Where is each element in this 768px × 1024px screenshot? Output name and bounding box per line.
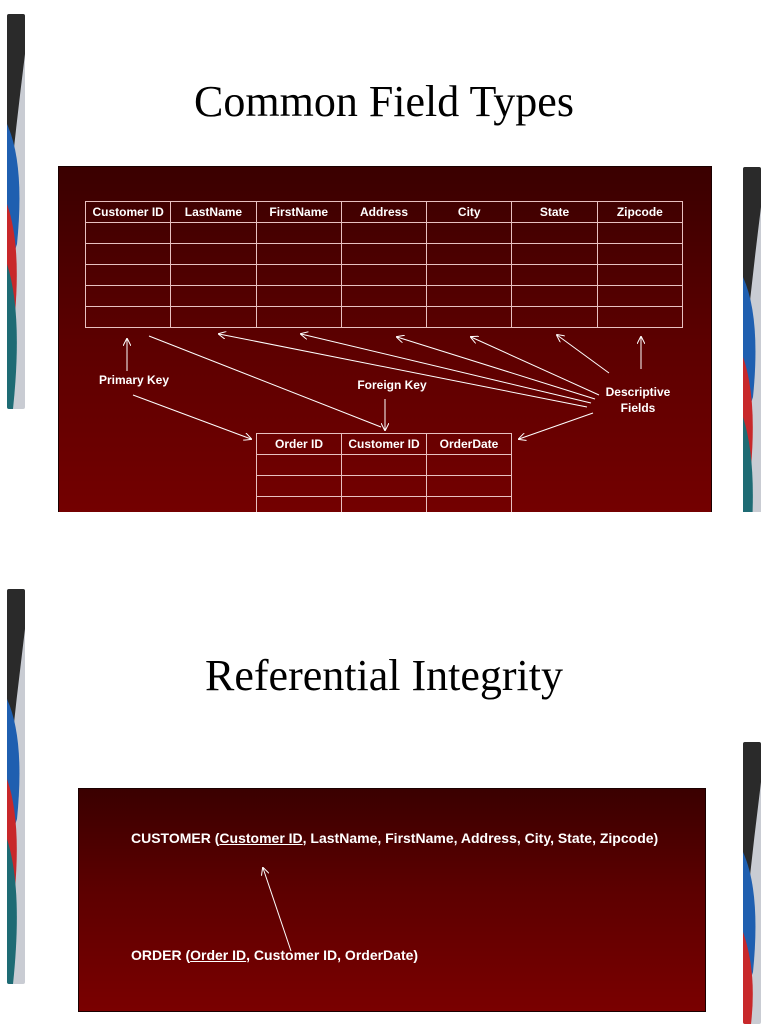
slide-decoration-left bbox=[7, 589, 25, 984]
relation-fields: , LastName, FirstName, Address, City, St… bbox=[302, 830, 659, 846]
referential-integrity-panel: CUSTOMER (Customer ID, LastName, FirstNa… bbox=[78, 788, 706, 1012]
arrow-descriptive-lastname bbox=[219, 334, 588, 408]
column-header: Customer ID bbox=[341, 433, 427, 455]
line-customer-id-to-order bbox=[148, 335, 382, 428]
slide-title: Common Field Types bbox=[194, 77, 574, 126]
foreign-key-label: Foreign Key bbox=[357, 378, 427, 392]
table-cell bbox=[426, 496, 512, 512]
column-header: OrderDate bbox=[426, 433, 512, 455]
table-row bbox=[84, 306, 684, 328]
arrow-descriptive-address bbox=[397, 337, 596, 400]
order-table: Order ID Customer ID OrderDate bbox=[256, 433, 512, 512]
column-header: LastName bbox=[170, 201, 257, 223]
descriptive-label-line1: Descriptive bbox=[605, 385, 671, 399]
primary-key-field: Customer ID bbox=[219, 830, 303, 846]
primary-key-field: Order ID bbox=[190, 947, 247, 963]
foreign-key-arrow bbox=[79, 789, 292, 952]
relation-fields: , Customer ID, OrderDate) bbox=[246, 947, 419, 963]
table-row bbox=[256, 496, 512, 512]
table-row bbox=[84, 285, 684, 307]
order-relation: ORDER (Order ID, Customer ID, OrderDate) bbox=[131, 947, 418, 963]
slide-title: Referential Integrity bbox=[205, 651, 563, 700]
table-header-row: Order ID Customer ID OrderDate bbox=[256, 433, 512, 455]
relationship-arrows bbox=[59, 167, 711, 512]
arrow-primary-key-order bbox=[132, 394, 251, 439]
table-row bbox=[84, 222, 684, 244]
customer-relation: CUSTOMER (Customer ID, LastName, FirstNa… bbox=[131, 830, 658, 846]
slide-decoration-right bbox=[743, 167, 761, 512]
primary-key-label: Primary Key bbox=[98, 373, 170, 387]
customer-table: Customer ID LastName FirstName Address C… bbox=[84, 201, 684, 328]
table-row bbox=[84, 264, 684, 286]
slide-decoration-right bbox=[743, 742, 761, 1024]
slide-referential-integrity: Referential Integrity CUSTOMER (Customer… bbox=[0, 584, 768, 1024]
arrow-descriptive-firstname bbox=[301, 334, 592, 404]
table-row bbox=[256, 454, 512, 476]
arrow-descriptive-city bbox=[471, 337, 600, 396]
slide-decoration-left bbox=[7, 14, 25, 409]
table-cell bbox=[596, 306, 684, 328]
descriptive-label-line2: Fields bbox=[620, 401, 656, 415]
table-row bbox=[84, 243, 684, 265]
field-types-diagram: Customer ID LastName FirstName Address C… bbox=[58, 166, 712, 512]
arrow-descriptive-orderdate bbox=[519, 412, 594, 439]
relation-prefix: ORDER ( bbox=[131, 947, 191, 963]
relation-prefix: CUSTOMER ( bbox=[131, 830, 220, 846]
descriptive-fields-label: Descriptive Fields bbox=[591, 384, 685, 416]
slide-common-field-types: Common Field Types Customer ID LastName … bbox=[7, 14, 761, 512]
arrow-descriptive-state bbox=[557, 335, 610, 374]
